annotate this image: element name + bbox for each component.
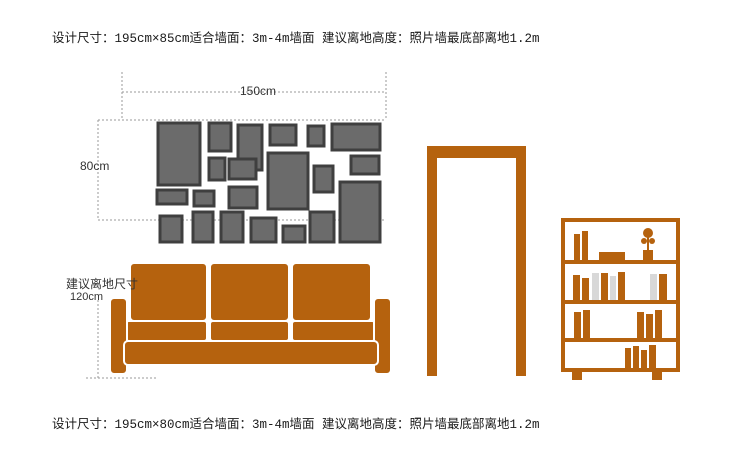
sofa-icon — [109, 262, 392, 375]
photo-frame-icon — [349, 154, 381, 176]
photo-frame-icon — [330, 122, 382, 152]
photo-frame-icon — [207, 121, 233, 153]
photo-frame-icon — [268, 123, 298, 147]
photo-frame-icon — [266, 151, 310, 211]
door-icon — [427, 146, 526, 376]
photo-frame-icon — [306, 124, 326, 148]
photo-frame-icon — [308, 210, 336, 244]
caption-top: 设计尺寸：195cm×85cm适合墙面：3m-4m墙面 建议离地高度：照片墙最底… — [52, 32, 540, 46]
photo-frame-icon — [155, 188, 189, 206]
photo-frame-icon — [156, 121, 202, 187]
photo-frame-icon — [207, 156, 227, 182]
hang-height-value: 120cm — [70, 291, 104, 303]
photo-frame-icon — [281, 224, 307, 244]
photo-frame-icon — [227, 185, 259, 210]
photo-frame-icon — [219, 210, 245, 244]
photo-frame-icon — [158, 214, 184, 244]
width-dimension-label: 150cm — [240, 84, 277, 98]
hang-height-label: 建议离地尺寸 — [66, 277, 139, 291]
photo-frame-icon — [338, 180, 382, 244]
photo-wall — [155, 121, 382, 244]
photo-frame-icon — [249, 216, 278, 244]
plant-icon — [641, 228, 655, 260]
photo-frame-icon — [192, 189, 216, 208]
height-dimension-label: 80cm — [80, 159, 110, 173]
bookshelf-icon — [561, 218, 680, 380]
photo-frame-icon — [191, 210, 215, 244]
photo-frame-icon — [312, 164, 335, 194]
photo-frame-icon — [227, 157, 258, 181]
caption-bottom: 设计尺寸：195cm×80cm适合墙面：3m-4m墙面 建议离地高度：照片墙最底… — [52, 418, 540, 432]
